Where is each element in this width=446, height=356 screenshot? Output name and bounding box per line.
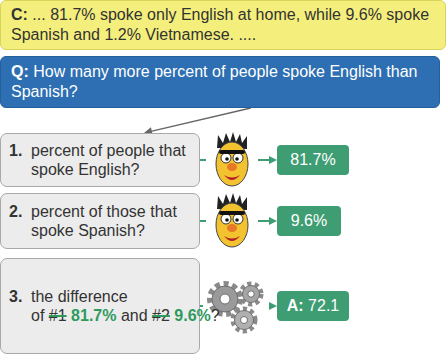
bert-nose xyxy=(227,163,237,171)
step-box: 2.percent of those that spoke Spanish? xyxy=(0,193,200,249)
bert-face-icon xyxy=(206,192,258,250)
text-wrap: A:72.1 xyxy=(287,296,340,316)
label-prefix: 2. xyxy=(9,202,31,221)
connector-line xyxy=(150,108,251,132)
answer-box: 81.7% xyxy=(277,145,349,175)
bert-mouth xyxy=(224,236,240,241)
node-text: 81.7% xyxy=(71,307,116,324)
node-text: How many more percent of people spoke En… xyxy=(11,63,417,100)
node-text: 81.7% xyxy=(290,151,335,168)
node-text: ? xyxy=(211,307,220,324)
gear-hole xyxy=(241,317,248,324)
node-text: #2 xyxy=(152,307,170,324)
label-prefix: 3. xyxy=(9,287,31,306)
bert-brow xyxy=(219,150,245,154)
node-text: 9.6% xyxy=(174,307,210,324)
answer-box: 9.6% xyxy=(277,206,341,236)
bert-brow xyxy=(219,211,245,215)
text-wrap: 3.the difference of#181.7%and#29.6%? xyxy=(9,287,213,325)
bert-eye xyxy=(233,153,243,163)
label-prefix: A: xyxy=(287,297,304,314)
node-text: percent of those that spoke Spanish? xyxy=(31,203,177,239)
bert-head xyxy=(216,142,248,186)
gear-hole xyxy=(220,294,230,304)
step-box: 3.the difference of#181.7%and#29.6%? xyxy=(0,258,200,354)
node-text: ... 81.7% spoke only English at home, wh… xyxy=(11,6,429,43)
text-wrap: 2.percent of those that spoke Spanish? xyxy=(9,202,191,240)
gear-body xyxy=(235,311,254,330)
gear-teeth xyxy=(241,284,261,304)
node-text: #1 xyxy=(49,307,67,324)
text-wrap: 81.7% xyxy=(290,150,335,170)
question-box: Q:How many more percent of people spoke … xyxy=(0,56,440,108)
bert-pupil xyxy=(225,218,229,222)
bert-nose xyxy=(227,224,237,232)
node-text: 72.1 xyxy=(308,297,339,314)
bert-eye xyxy=(221,214,231,224)
gears-icon xyxy=(203,277,269,335)
bert-face-icon xyxy=(206,131,258,189)
label-prefix: Q: xyxy=(11,63,29,80)
arrow-head xyxy=(269,302,277,310)
context-box: C:... 81.7% spoke only English at home, … xyxy=(0,0,446,50)
bert-mouth xyxy=(224,175,240,180)
text-wrap: C:... 81.7% spoke only English at home, … xyxy=(11,5,435,45)
bert-pupil xyxy=(225,157,229,161)
node-text: 9.6% xyxy=(291,212,327,229)
bert-head xyxy=(216,203,248,247)
bert-pupil xyxy=(235,157,239,161)
step-box: 1.percent of people that spoke English? xyxy=(0,133,200,187)
bert-eye xyxy=(233,214,243,224)
node-text: percent of people that spoke English? xyxy=(31,142,186,178)
bert-eye xyxy=(221,153,231,163)
arrow-head xyxy=(269,217,277,225)
arrow-head xyxy=(269,156,277,164)
gear-hole xyxy=(248,291,254,297)
text-wrap: Q:How many more percent of people spoke … xyxy=(11,62,429,102)
text-wrap: 1.percent of people that spoke English? xyxy=(9,141,191,179)
answer-box: A:72.1 xyxy=(277,291,349,321)
label-prefix: 1. xyxy=(9,141,31,160)
bert-pupil xyxy=(235,218,239,222)
label-prefix: C: xyxy=(11,6,28,23)
node-text: and xyxy=(121,307,148,324)
gear-body xyxy=(243,286,260,303)
text-wrap: 9.6% xyxy=(291,211,327,231)
gear-teeth xyxy=(233,309,255,331)
